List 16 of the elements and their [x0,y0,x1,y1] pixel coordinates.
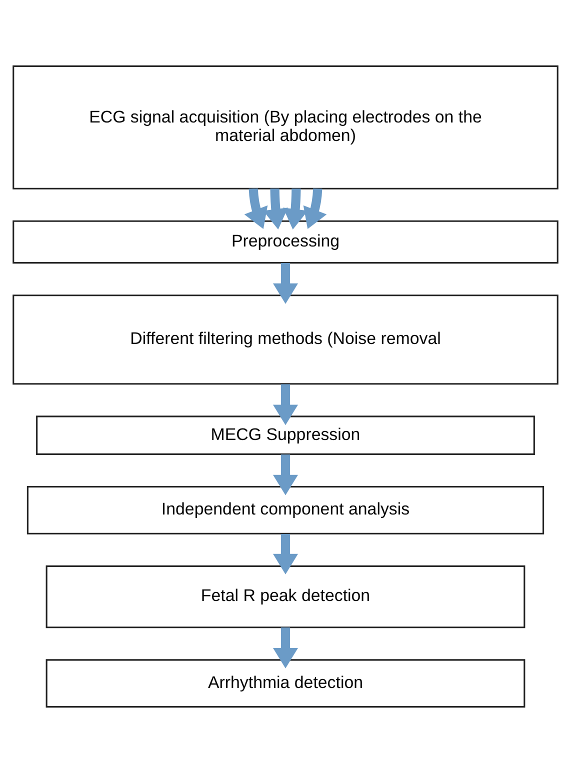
arrow [272,534,298,574]
node-box: Independent component analysis [26,485,544,534]
node-box: Fetal R peak detection [46,564,526,628]
node-box: ECG signal acquisition (By placing electrodes on the material abdomen) [12,64,558,189]
arrow [303,188,327,228]
arrow [263,188,288,229]
node-box: Preprocessing [12,220,558,264]
arrow [272,262,298,304]
arrow [272,384,298,425]
arrow [244,188,268,228]
arrow [283,188,308,229]
node-box: Arrhythmia detection [46,658,526,708]
arrow [272,454,298,495]
arrow [272,626,298,668]
node-box: Different filtering methods (Noise removal [12,294,558,384]
node-box: MECG Suppression [36,415,535,454]
